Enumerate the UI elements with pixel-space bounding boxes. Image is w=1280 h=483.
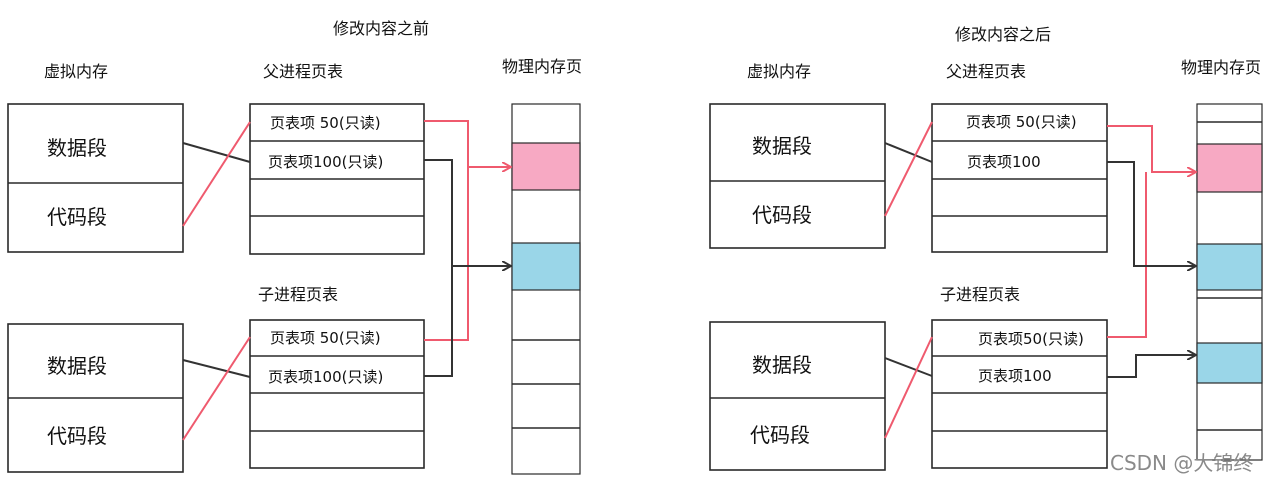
data-segment: 数据段 xyxy=(752,353,812,377)
page-table-entry-50: 页表项 50(只读) xyxy=(966,113,1077,131)
physical-page-pink xyxy=(511,142,581,191)
child-page-table-label: 子进程页表 xyxy=(258,285,338,304)
physical-memory-pages xyxy=(511,103,581,475)
physical-memory-label: 物理内存页 xyxy=(1181,58,1261,77)
data-to-entry-line xyxy=(182,359,251,378)
page-table-entry-100: 页表项100(只读) xyxy=(268,153,383,171)
child-page-table: 页表项50(只读) 页表项100 xyxy=(931,319,1108,469)
data-segment: 数据段 xyxy=(752,134,812,158)
black-arrow xyxy=(1107,161,1195,266)
data-segment: 数据段 xyxy=(47,136,107,160)
code-segment: 代码段 xyxy=(47,205,107,229)
page-table-entry-100: 页表项100(只读) xyxy=(268,368,383,386)
child-page-table: 页表项 50(只读) 页表项100(只读) xyxy=(249,319,425,469)
code-to-entry-line xyxy=(884,336,933,439)
panel-after: 修改内容之后 虚拟内存 父进程页表 物理内存页 子进程页表 数据段 代码段 数据… xyxy=(709,25,1263,471)
page-table-entry-100: 页表项100 xyxy=(967,153,1041,171)
parent-page-table: 页表项 50(只读) 页表项100(只读) xyxy=(249,103,425,255)
red-arrow xyxy=(424,167,469,341)
physical-page-blue xyxy=(1196,243,1263,291)
physical-page-pink xyxy=(1196,143,1263,193)
code-to-entry-line xyxy=(182,121,251,227)
data-segment: 数据段 xyxy=(47,354,107,378)
child-page-table-label: 子进程页表 xyxy=(940,285,1020,304)
panel-title: 修改内容之后 xyxy=(955,25,1051,44)
physical-page-blue-copy xyxy=(1196,342,1263,384)
code-segment: 代码段 xyxy=(47,424,107,448)
code-segment: 代码段 xyxy=(752,203,812,227)
virtual-memory-top: 数据段 代码段 xyxy=(7,103,184,253)
page-table-entry-50: 页表项50(只读) xyxy=(978,330,1084,348)
virtual-memory-label: 虚拟内存 xyxy=(747,62,811,81)
virtual-memory-bottom: 数据段 代码段 xyxy=(7,323,184,473)
code-segment: 代码段 xyxy=(750,423,810,447)
code-to-entry-line xyxy=(182,336,251,441)
physical-page-blue xyxy=(511,242,581,291)
code-to-entry-line xyxy=(884,121,933,217)
virtual-memory-label: 虚拟内存 xyxy=(44,62,108,81)
virtual-memory-top: 数据段 代码段 xyxy=(709,103,886,249)
black-arrow xyxy=(424,159,510,266)
parent-page-table-label: 父进程页表 xyxy=(263,62,343,81)
data-to-entry-line xyxy=(884,142,933,163)
panel-before: 修改内容之前 虚拟内存 父进程页表 物理内存页 子进程页表 数据段 代码段 数据… xyxy=(7,19,582,475)
red-arrow xyxy=(1107,172,1147,338)
panel-title: 修改内容之前 xyxy=(333,19,429,38)
data-to-entry-line xyxy=(884,357,933,377)
page-table-entry-50: 页表项 50(只读) xyxy=(270,114,381,132)
page-table-entry-50: 页表项 50(只读) xyxy=(270,329,381,347)
black-arrow xyxy=(1107,355,1195,378)
physical-memory-label: 物理内存页 xyxy=(502,57,582,76)
black-arrow xyxy=(424,266,453,377)
parent-page-table: 页表项 50(只读) 页表项100 xyxy=(931,103,1108,253)
page-table-entry-100: 页表项100 xyxy=(978,367,1052,385)
virtual-memory-bottom: 数据段 代码段 xyxy=(709,321,886,471)
red-arrow xyxy=(424,120,510,167)
parent-page-table-label: 父进程页表 xyxy=(946,62,1026,81)
data-to-entry-line xyxy=(182,142,251,163)
red-arrow xyxy=(1107,125,1195,172)
physical-memory-pages xyxy=(1196,103,1263,461)
watermark: CSDN @大锦终 xyxy=(1110,451,1253,475)
